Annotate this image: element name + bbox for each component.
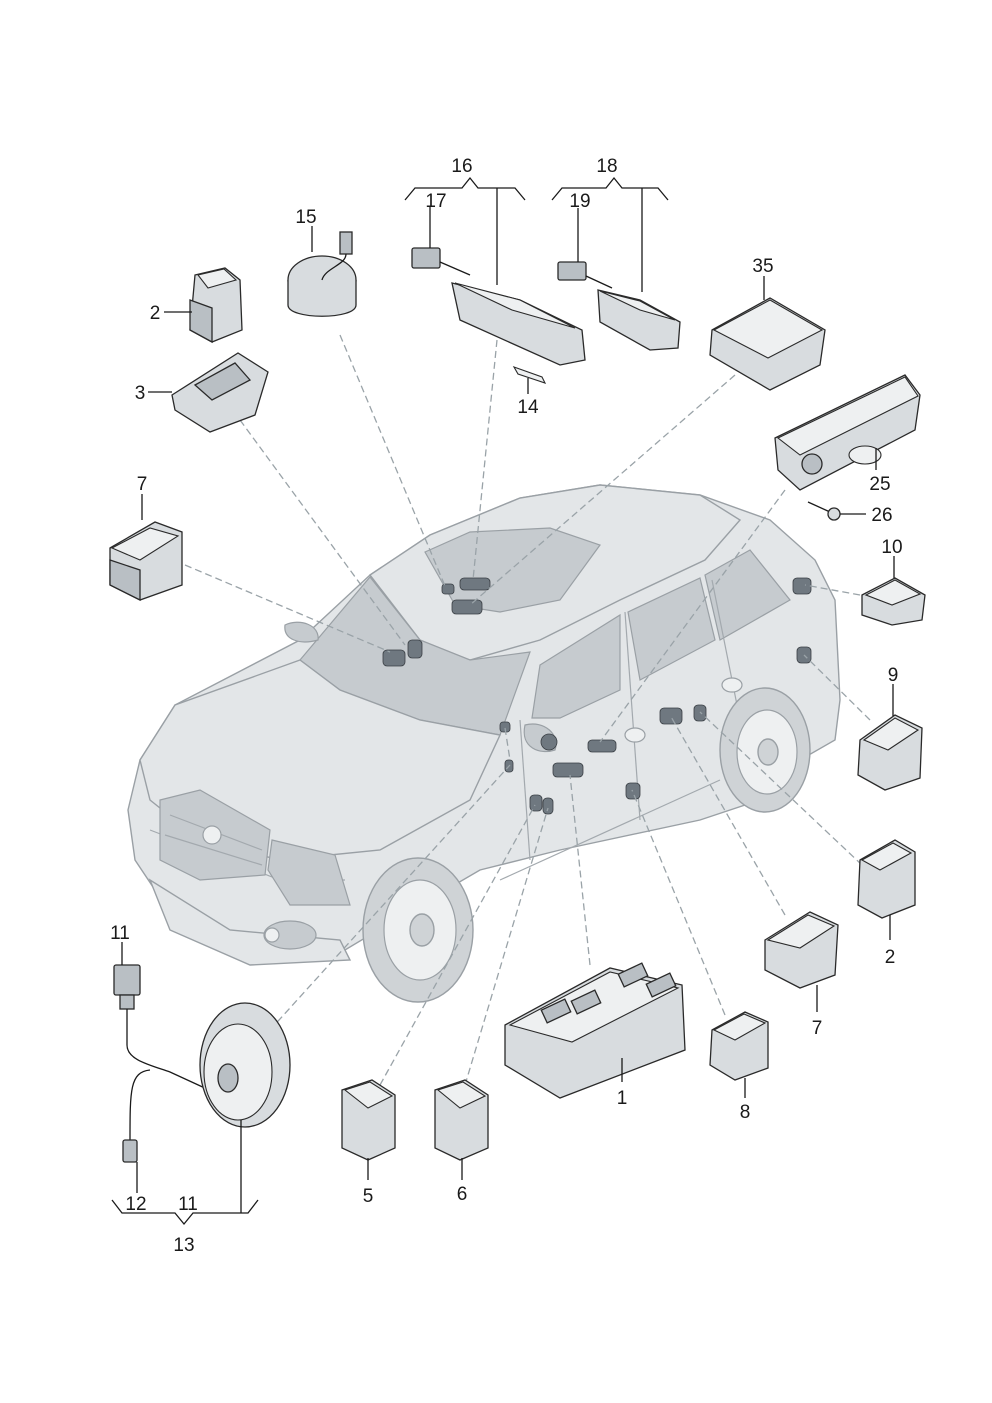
callout-10: 10 [881,537,902,558]
callout-14: 14 [517,397,539,418]
callout-12: 12 [125,1194,146,1215]
callout-25: 25 [869,474,890,495]
callout-11-bottom: 11 [178,1194,198,1215]
part-8-switch [709,1011,769,1081]
callout-17: 17 [425,191,446,212]
callout-1: 1 [617,1088,628,1109]
part-18-19-harness [557,261,681,351]
callout-8: 8 [740,1102,751,1123]
part-2-window-switch-top [189,267,243,344]
callout-13: 13 [173,1235,194,1256]
part-10-switch [861,577,926,626]
part-1-master-switch [504,962,686,1099]
callout-11-top: 11 [110,923,130,944]
part-25-console [774,374,921,491]
callout-35: 35 [752,256,773,277]
callout-2-right: 2 [885,947,896,968]
leader-lines [184,334,871,1086]
vehicle-illustration [127,484,841,1003]
callout-lines [111,176,895,1226]
mounting-location-marks [382,577,812,815]
part-15-round-module [287,231,357,317]
callout-labels: 16 17 18 19 15 35 2 3 14 7 25 26 10 9 11… [110,156,902,1256]
part-11-12-13-speaker-harness [113,964,291,1163]
part-7-switch-right [764,911,839,989]
part-6-switch [434,1079,489,1161]
callout-16: 16 [451,156,472,177]
part-2-window-switch-right [857,839,916,919]
callout-7-top: 7 [137,474,148,495]
callout-5: 5 [363,1186,374,1207]
callout-26: 26 [871,505,892,526]
callout-18: 18 [596,156,617,177]
callout-19: 19 [569,191,590,212]
callout-15: 15 [295,207,316,228]
callout-7-right: 7 [812,1018,823,1039]
callout-9: 9 [888,665,899,686]
part-16-17-harness-module [411,247,586,366]
part-26-screw [807,501,841,521]
part-7-switch-left [109,521,183,602]
callout-6: 6 [457,1184,468,1205]
part-9-switch [857,714,923,791]
part-35-control-unit [709,297,826,391]
callout-3: 3 [135,383,146,404]
part-5-switch [341,1079,396,1161]
callout-2-top: 2 [150,303,161,324]
part-3-switch-bezel [171,352,269,433]
part-14-clip [512,365,547,384]
